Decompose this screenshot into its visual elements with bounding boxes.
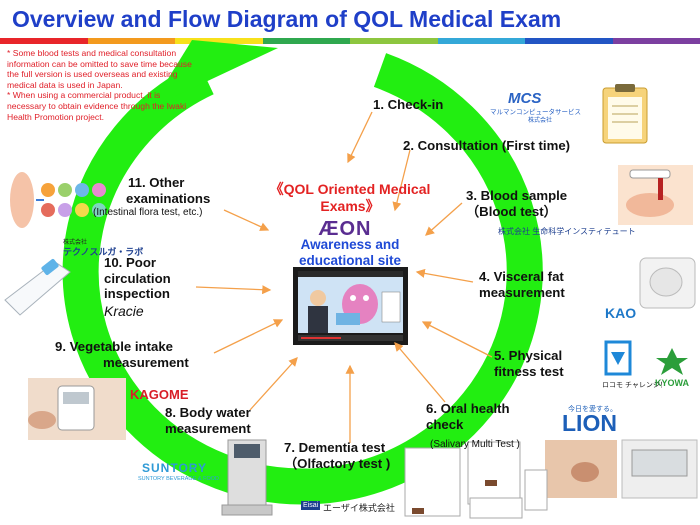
rainbow-segment — [350, 38, 438, 44]
suntory-sub: SUNTORY BEVERAGE & FOOD — [138, 476, 219, 482]
vegetable-sensor-photo-icon — [28, 378, 126, 440]
mcs-logo-sub2: 株式会社 — [528, 118, 553, 124]
awareness-site-label: Awareness and educational site — [298, 237, 402, 268]
technosuruga-small: 株式会社 — [63, 240, 88, 246]
kagome-logo: KAGOME — [130, 387, 189, 402]
note-1: * Some blood tests and medical consultat… — [7, 48, 192, 90]
rainbow-segment — [262, 38, 350, 44]
technosuruga-logo: テクノスルガ・ラボ — [63, 247, 144, 257]
rainbow-segment — [87, 38, 175, 44]
step-11-other-exams: 11. Other examinations — [126, 175, 211, 206]
thermometer-icon — [4, 258, 71, 316]
eisai-logo: Eisai — [301, 501, 321, 510]
step-6-subtext: (Salivary Multi Test ) — [430, 439, 520, 450]
rainbow-segment — [0, 38, 88, 44]
step-1-check-in: 1. Check-in — [373, 97, 444, 112]
locomo-logo: ロコモ チャレンジ！ — [602, 382, 667, 389]
intestinal-flora-illustration-icon — [10, 172, 106, 228]
page-title: Overview and Flow Diagram of QOL Medical… — [12, 6, 562, 32]
note-2: * When using a commercial product, it is… — [7, 90, 187, 122]
kao-logo: KAO — [605, 305, 637, 321]
visceral-fat-device-icon — [639, 257, 696, 309]
olfactory-test-sheets-icon — [404, 441, 548, 519]
kyowa-logo: KYOWA — [655, 378, 690, 388]
step-9-vegetable-intake: 9. Vegetable intake measurement — [55, 339, 189, 370]
cycle-arrow-ring — [62, 53, 543, 505]
center-title: 《QOL Oriented Medical Exams》 — [269, 181, 431, 214]
ils-logo: 株式会社 生命科学インスティテュート — [498, 227, 636, 236]
video-thumbnail[interactable] — [293, 267, 408, 345]
step-2-consultation: 2. Consultation (First time) — [403, 138, 571, 153]
rainbow-segment — [175, 38, 263, 44]
lion-logo: LION — [562, 410, 617, 436]
kyowa-logo-icon — [656, 348, 688, 375]
rainbow-bar — [0, 38, 700, 44]
step-3-blood-sample: 3. Blood sample （Blood test） — [466, 188, 568, 219]
lion-tagline: 今日を愛する。 — [568, 406, 617, 413]
step-5-physical-fitness: 5. Physical fitness test — [494, 348, 564, 379]
mcs-logo-sub: マルマンコンピュータサービス — [490, 109, 581, 116]
step-6-oral-health: 6. Oral health check — [426, 401, 510, 432]
kracie-logo: Kracie — [104, 303, 144, 319]
rainbow-segment — [437, 38, 525, 44]
blood-sample-photo-icon — [618, 165, 693, 225]
aeon-logo: ÆON — [318, 218, 372, 240]
body-water-scale-icon — [221, 439, 273, 516]
step-7-dementia: 7. Dementia test （Olfactory test ) — [284, 440, 391, 471]
rainbow-segment — [525, 38, 613, 44]
disclaimer-notes: * Some blood tests and medical consultat… — [7, 48, 195, 122]
step-10-poor-circulation: 10. Poor circulation inspection — [104, 255, 171, 301]
suntory-logo: SUNTORY — [142, 461, 208, 475]
locomo-icon — [604, 340, 632, 376]
cycle-arrow-head — [150, 40, 278, 108]
mcs-logo: MCS — [508, 90, 542, 107]
clipboard-icon — [602, 84, 648, 144]
saliva-test-photo-icon — [545, 439, 698, 499]
step-11-subtext: (Intestinal flora test, etc.) — [93, 207, 203, 218]
eisai-name: エーザイ株式会社 — [323, 503, 395, 513]
step-4-visceral-fat: 4. Visceral fat measurement — [479, 269, 565, 300]
rainbow-segment — [612, 38, 700, 44]
step-8-body-water: 8. Body water measurement — [165, 405, 251, 436]
pointer-arrows — [195, 111, 493, 443]
